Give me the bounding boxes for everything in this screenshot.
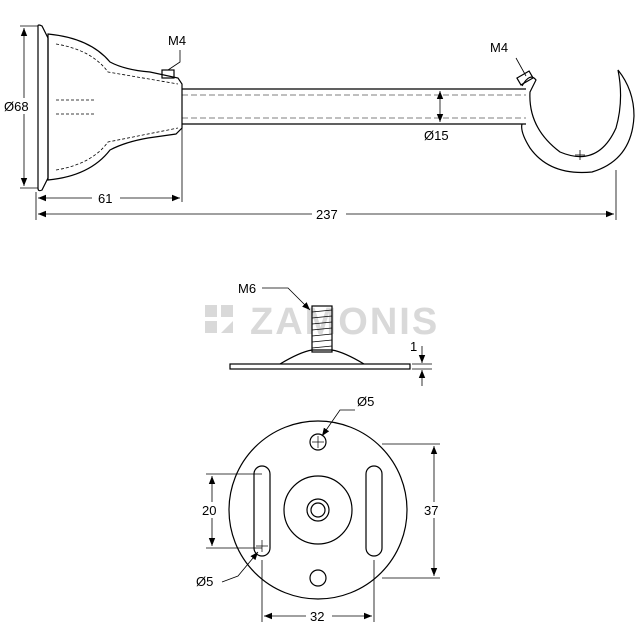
plate-front-view (228, 420, 408, 600)
bracket-hook (521, 69, 635, 174)
leader-screw-hook (515, 57, 527, 77)
plate-front-body (228, 420, 408, 600)
label-bg (92, 190, 120, 206)
label-screw-top: M4 (168, 33, 186, 48)
plate-front-thread-inner (310, 502, 326, 518)
plate-side-boss (279, 349, 365, 365)
bracket-cone (47, 33, 183, 181)
leader-screw-top (167, 50, 181, 71)
label-bg (306, 608, 332, 624)
bracket-dimension-labels: Ø68 M4 M4 Ø15 61 237 (2, 33, 508, 222)
plate-front-hole-bottom (309, 569, 327, 587)
label-bg (312, 206, 346, 222)
leader-hole-top (321, 409, 355, 437)
bracket-hook-screw (516, 70, 534, 86)
label-height: 37 (424, 503, 438, 518)
leader-thread (262, 287, 311, 311)
label-bg (420, 502, 446, 518)
label-base-length: 61 (98, 191, 112, 206)
plate-front-labels: Ø5 20 Ø5 37 32 (196, 394, 446, 624)
label-rod-diameter: Ø15 (424, 128, 449, 143)
label-base-diameter: Ø68 (4, 99, 29, 114)
label-thread: M6 (238, 281, 256, 296)
bracket-side-view (37, 24, 635, 192)
plate-side-body (229, 363, 411, 370)
leader-slot-hole (221, 551, 259, 583)
label-screw-hook: M4 (490, 40, 508, 55)
label-hole-top: Ø5 (357, 394, 374, 409)
plate-side-labels: M6 1 (238, 281, 417, 354)
plate-front-boss (283, 475, 353, 545)
bracket-cone-inner (55, 43, 179, 171)
watermark-logo-icon (205, 305, 233, 333)
plate-side-thread-lines (311, 309, 333, 349)
plate-side-view (229, 305, 411, 370)
label-slot-hole: Ø5 (196, 574, 213, 589)
label-slot-length: 20 (202, 503, 216, 518)
plate-side-dimensions (262, 287, 432, 386)
label-total-length: 237 (316, 207, 338, 222)
label-bg (2, 98, 36, 114)
plate-front-hole-top (309, 433, 327, 451)
bracket-wall-plate (37, 24, 49, 192)
watermark: ZAMONIS (205, 301, 439, 343)
label-width: 32 (310, 609, 324, 624)
plate-front-slot-left (253, 465, 271, 557)
plate-front-thread-outer (306, 498, 330, 522)
label-thickness: 1 (410, 339, 417, 354)
plate-front-slot-right (365, 465, 383, 557)
label-bg (200, 502, 222, 518)
watermark-brand: ZAMONIS (250, 301, 439, 343)
plate-front-center-marks (256, 436, 324, 552)
plate-side-thread (311, 305, 333, 353)
